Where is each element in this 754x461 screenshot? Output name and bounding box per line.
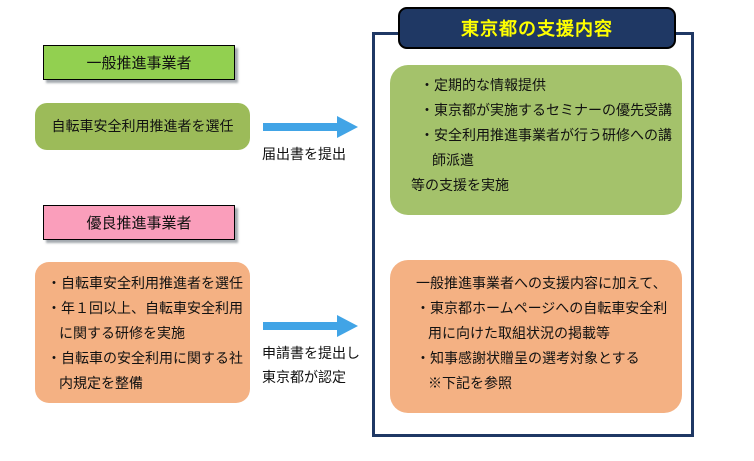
arrow2-caption-line1: 申請書を提出し	[262, 345, 360, 361]
page-title: 東京都の支援内容	[461, 19, 613, 39]
text-line: に関する研修を実施	[59, 325, 185, 341]
title-box: 東京都の支援内容	[398, 7, 676, 49]
text-line: ・自転車の安全利用に関する社	[47, 350, 243, 366]
text-line: ※下記を参照	[428, 375, 512, 391]
arrow1-caption: 届出書を提出	[262, 146, 346, 162]
text-line: 等の支援を実施	[411, 177, 509, 193]
text-line: ・知事感謝状贈呈の選考対象とする	[416, 350, 640, 366]
general-action-text: 自転車安全利用推進者を選任	[51, 118, 234, 134]
arrow-right-icon	[263, 116, 358, 138]
text-line: 師派遣	[432, 152, 474, 168]
text-line: 用に向けた取組状況の掲載等	[428, 325, 610, 341]
excellent-business-label: 優良推進事業者	[43, 205, 235, 240]
text-line: ・安全利用推進事業者が行う研修への講	[420, 127, 672, 143]
text-line: ・年１回以上、自転車安全利用	[47, 300, 243, 316]
excellent-support-box: 一般推進事業者への支援内容に加えて、 ・東京都ホームページへの自転車安全利 用に…	[390, 260, 682, 413]
arrow-shaft	[263, 123, 337, 131]
arrow-head	[337, 116, 358, 138]
excellent-business-label-text: 優良推進事業者	[86, 215, 192, 232]
arrow-shaft	[263, 322, 337, 330]
text-line: ・定期的な情報提供	[420, 77, 546, 93]
arrow-right-icon	[263, 315, 358, 337]
general-support-box: ・定期的な情報提供 ・東京都が実施するセミナーの優先受講 ・安全利用推進事業者が…	[390, 65, 682, 215]
general-business-label-text: 一般推進事業者	[86, 55, 192, 72]
text-line: ・自転車安全利用推進者を選任	[47, 275, 243, 291]
general-action-box: 自転車安全利用推進者を選任	[35, 103, 250, 150]
arrow2-caption-line2: 東京都が認定	[262, 369, 346, 385]
text-line: ・東京都が実施するセミナーの優先受講	[420, 102, 672, 118]
text-line: 一般推進事業者への支援内容に加えて、	[416, 275, 667, 291]
arrow-head	[337, 315, 358, 337]
excellent-requirements-box: ・自転車安全利用推進者を選任 ・年１回以上、自転車安全利用 に関する研修を実施 …	[35, 262, 250, 403]
general-business-label: 一般推進事業者	[43, 45, 235, 80]
text-line: ・東京都ホームページへの自転車安全利	[416, 300, 668, 316]
text-line: 内規定を整備	[59, 375, 143, 391]
